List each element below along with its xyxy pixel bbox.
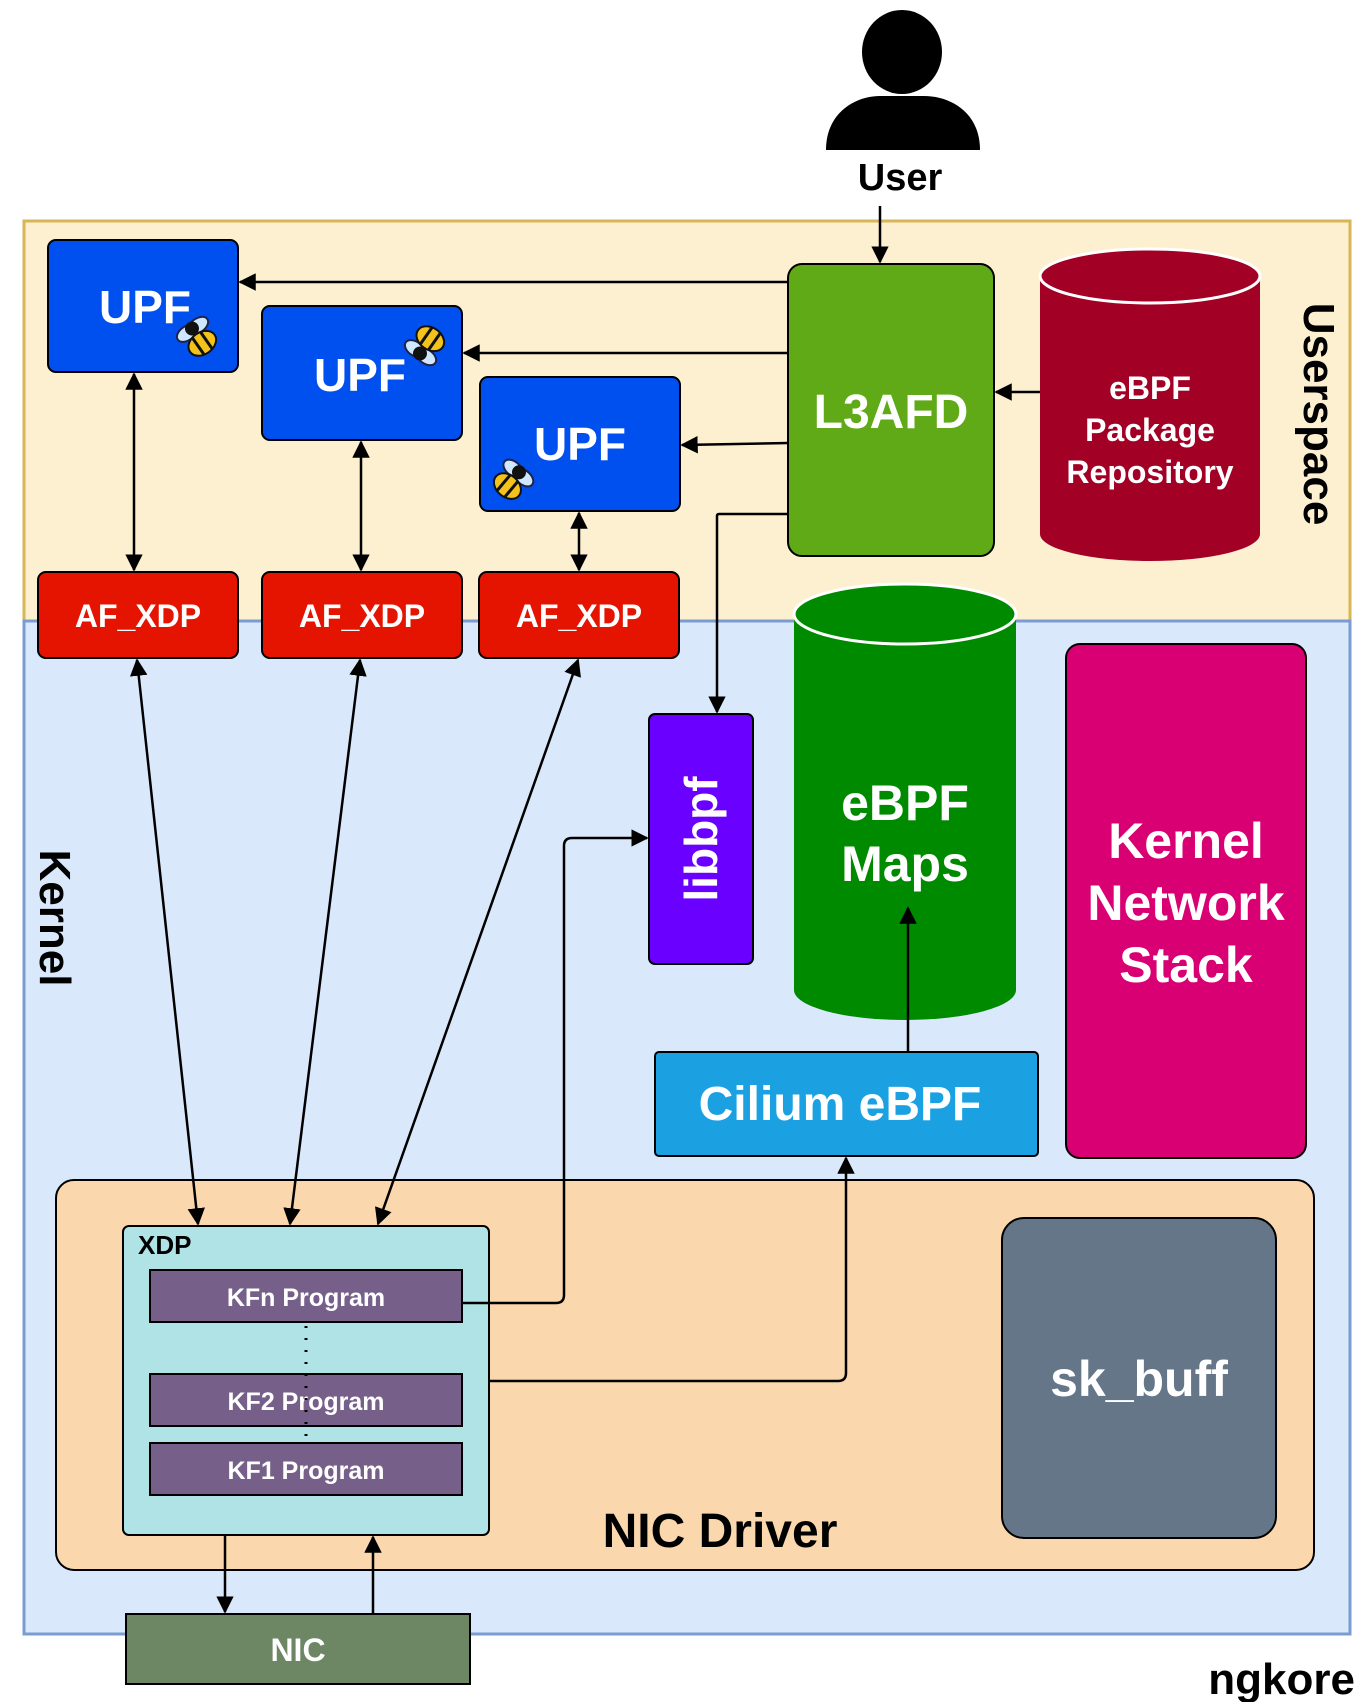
af-xdp-label-2: AF_XDP [299, 598, 425, 634]
sk-buff-label: sk_buff [1050, 1351, 1228, 1407]
program-kf1 [149, 1442, 463, 1496]
ebpf-maps-cylinder [792, 582, 1018, 1020]
kernel-network-stack-box [1065, 643, 1307, 1159]
af-xdp-box-1 [37, 571, 239, 659]
brand-label: ngkore [1208, 1655, 1355, 1702]
upf-label-1: UPF [99, 281, 191, 333]
l3afd-label: L3AFD [814, 386, 969, 439]
nic-label: NIC [270, 1632, 325, 1668]
program-kfn-label: KFn Program [227, 1284, 385, 1312]
sk-buff-box [1001, 1217, 1277, 1539]
af-xdp-box-3 [478, 571, 680, 659]
userspace-label: Userspace [1294, 303, 1343, 526]
cilium-label: Cilium eBPF [699, 1078, 982, 1131]
kernel-stack-line-2: Network [1087, 875, 1284, 931]
user-person-icon [826, 10, 980, 150]
connector-arrows [125, 206, 1040, 1614]
kernel-label: Kernel [30, 850, 79, 987]
ebpf-maps-line-2: Maps [841, 836, 969, 892]
kernel-stack-line-1: Kernel [1108, 813, 1264, 869]
program-kfn [149, 1269, 463, 1323]
program-kf1-label: KF1 Program [228, 1457, 385, 1485]
l3afd-box [787, 263, 995, 557]
repository-line-3: Repository [1066, 454, 1233, 490]
bee-icon [492, 458, 535, 500]
bee-icon [403, 325, 446, 367]
xdp-label: XDP [138, 1230, 191, 1260]
upf-label-2: UPF [314, 349, 406, 401]
bee-icon [175, 315, 218, 357]
repository-line-1: eBPF [1109, 370, 1191, 406]
nic-driver-label: NIC Driver [603, 1505, 838, 1558]
cilium-ebpf-box [654, 1051, 1039, 1157]
ebpf-maps-line-1: eBPF [841, 775, 969, 831]
libbpf-box [648, 713, 754, 965]
nic-box [125, 1613, 471, 1685]
af-xdp-box-2 [261, 571, 463, 659]
upf-label-3: UPF [534, 418, 626, 470]
package-repository-cylinder [1038, 247, 1262, 561]
af-xdp-label-3: AF_XDP [516, 598, 642, 634]
repository-line-2: Package [1085, 412, 1215, 448]
libbpf-label: libbpf [675, 776, 727, 902]
kernel-stack-line-3: Stack [1119, 937, 1253, 993]
user-label: User [858, 157, 943, 199]
af-xdp-label-1: AF_XDP [75, 598, 201, 634]
